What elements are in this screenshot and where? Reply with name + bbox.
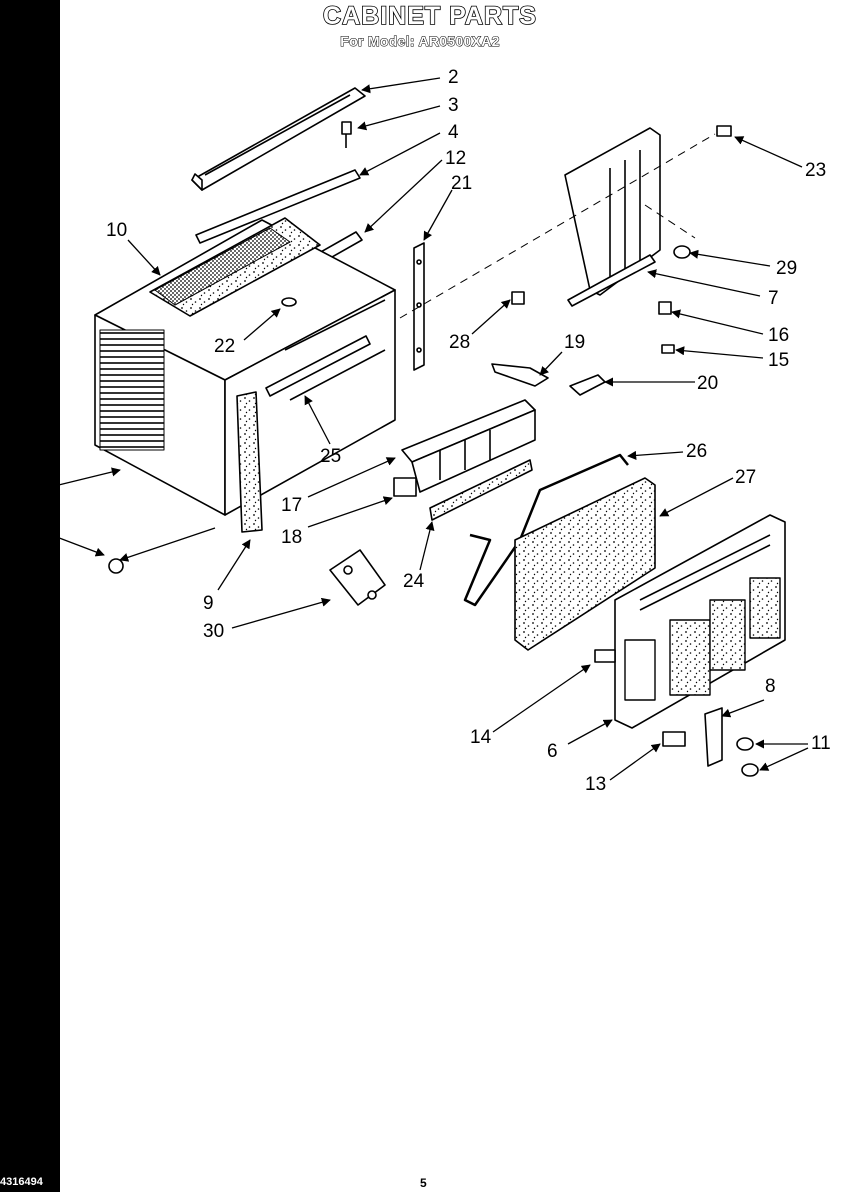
part-3-screw — [341, 121, 352, 148]
part-22-plug — [281, 297, 297, 307]
part-24-foam-strip — [429, 459, 533, 521]
left-black-margin — [0, 0, 60, 1192]
callout-3: 3 — [448, 95, 459, 116]
callout-5: 5 — [12, 511, 23, 532]
part-4-rail — [195, 169, 361, 244]
callout-24: 24 — [403, 571, 425, 592]
callout-2: 2 — [448, 67, 459, 88]
part-19-bracket — [491, 363, 549, 387]
callout-18: 18 — [281, 527, 303, 548]
callout-27: 27 — [735, 467, 757, 488]
part-14-block — [594, 649, 616, 663]
part-20-bracket — [569, 374, 606, 396]
part-23-screw — [716, 125, 732, 137]
part-8-bracket — [704, 707, 723, 767]
part-28-clip — [511, 291, 525, 305]
callout-11: 11 — [811, 733, 831, 754]
part-7-side-panel — [564, 127, 661, 307]
callout-9: 9 — [203, 593, 214, 614]
part-2-top-rail — [191, 87, 366, 191]
part-6-front-grille — [614, 514, 786, 729]
callout-4: 4 — [448, 122, 459, 143]
callout-8: 8 — [765, 676, 776, 697]
part-29-clip — [673, 245, 691, 259]
part-5-screw — [108, 558, 124, 574]
part-26-wire — [463, 453, 629, 607]
callout-10: 10 — [106, 220, 128, 241]
part-13-block — [662, 731, 686, 747]
callout-16: 16 — [768, 325, 790, 346]
callout-20: 20 — [697, 373, 719, 394]
document-number: 4316494 — [0, 1176, 43, 1189]
part-10-foam — [154, 227, 291, 306]
callout-7: 7 — [768, 288, 779, 309]
callout-25: 25 — [320, 446, 342, 467]
part-15-bracket — [661, 344, 675, 354]
callout-28: 28 — [449, 332, 471, 353]
callout-17: 17 — [281, 495, 303, 516]
part-16-screw — [658, 301, 672, 315]
part-18-block — [393, 477, 417, 497]
page-number: 5 — [420, 1176, 427, 1190]
part-21-strip — [413, 242, 425, 371]
part-9-foam-strip — [236, 391, 263, 533]
part-11-knob-a — [736, 737, 754, 751]
callout-26: 26 — [686, 441, 708, 462]
callout-15: 15 — [768, 350, 790, 371]
callout-14: 14 — [470, 727, 492, 748]
part-25-bar — [265, 335, 371, 397]
model-subtitle: For Model: AR0500XA2 — [340, 33, 500, 50]
part-11-knob-b — [741, 763, 759, 777]
part-17-frame — [401, 399, 536, 493]
callout-19: 19 — [564, 332, 586, 353]
part-30-clip-assembly — [329, 549, 386, 606]
callout-13: 13 — [585, 774, 607, 795]
callout-1: 1 — [13, 481, 24, 502]
callout-6: 6 — [547, 741, 558, 762]
callout-29: 29 — [776, 258, 798, 279]
callout-12: 12 — [445, 148, 467, 169]
part-27-filter — [514, 477, 656, 651]
callout-21: 21 — [451, 173, 473, 194]
callout-22: 22 — [214, 336, 236, 357]
callout-23: 23 — [805, 160, 827, 181]
callout-30: 30 — [203, 621, 225, 642]
page-title: CABINET PARTS — [322, 1, 537, 31]
